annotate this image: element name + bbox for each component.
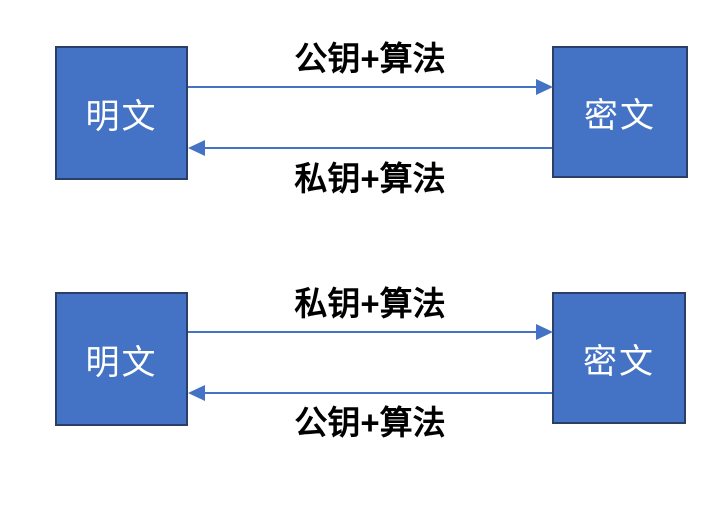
arrow-line (188, 86, 538, 88)
plaintext-box: 明文 (55, 46, 188, 180)
encrypt-arrow-label: 私钥+算法 (294, 285, 446, 322)
arrowhead-right-icon (536, 324, 553, 340)
encrypt-arrow-label: 公钥+算法 (294, 40, 446, 77)
ciphertext-box: 密文 (552, 292, 686, 424)
plaintext-box: 明文 (55, 292, 188, 426)
arrowhead-left-icon (188, 385, 205, 401)
arrowhead-right-icon (536, 79, 553, 95)
decrypt-arrow-label: 公钥+算法 (294, 404, 446, 441)
arrow-line (203, 147, 552, 149)
arrowhead-left-icon (188, 140, 205, 156)
arrow-line (188, 331, 538, 333)
decrypt-arrow-label: 私钥+算法 (294, 160, 446, 197)
ciphertext-box: 密文 (552, 46, 688, 178)
arrow-line (203, 392, 552, 394)
